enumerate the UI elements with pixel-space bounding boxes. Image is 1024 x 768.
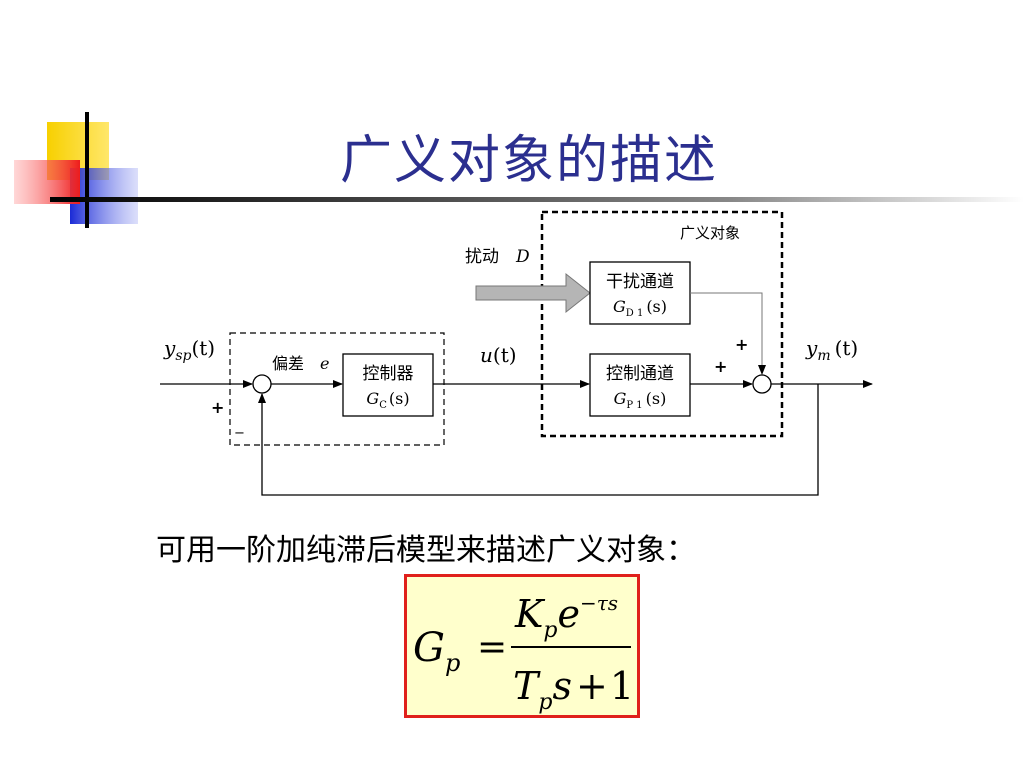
controller-name: 控制器 <box>363 364 414 384</box>
control-channel-name: 控制通道 <box>606 364 674 384</box>
disturbance-label: 扰动 <box>465 247 499 267</box>
decorative-logo <box>14 112 1024 228</box>
sign-minus-feedback: − <box>234 426 245 441</box>
slide-title: 广义对象的描述 <box>340 131 719 191</box>
summing-junction-output <box>752 374 772 394</box>
logo-vertical-line <box>85 112 89 228</box>
plant-label: 广义对象 <box>680 224 740 242</box>
control-channel-tf: GP 1(s) <box>614 389 667 411</box>
sign-plus-setpoint: + <box>211 398 224 417</box>
disturbance-channel-block <box>589 261 691 325</box>
output-label: ym(t) <box>805 336 858 364</box>
control-channel-block <box>589 353 691 417</box>
formula-denominator: Tps+1 <box>513 664 634 715</box>
disturbance-arrow <box>475 272 591 314</box>
disturbance-channel-name: 干扰通道 <box>606 272 674 292</box>
controller-tf: GC(s) <box>366 389 409 411</box>
formula-box: Gp = Kpe−τs Tps+1 <box>404 574 640 718</box>
logo-red-square <box>14 160 80 204</box>
formula-equals: = <box>477 627 507 668</box>
logo-blue-square <box>70 168 138 224</box>
disturbance-symbol: D <box>515 247 530 267</box>
controller-boundary <box>229 332 445 446</box>
deviation-symbol: e <box>320 354 329 373</box>
controller-block <box>342 353 434 417</box>
setpoint-label: ysp(t) <box>163 336 215 364</box>
formula-lhs: Gp <box>413 625 460 677</box>
deviation-label: 偏差 <box>272 354 304 373</box>
feedback-line <box>258 384 819 496</box>
sign-plus-control: + <box>714 357 727 376</box>
sign-plus-disturbance: + <box>735 335 748 354</box>
summing-junction-error <box>252 374 272 394</box>
logo-horizontal-line <box>50 197 1024 202</box>
disturbance-channel-tf: GD 1(s) <box>613 297 667 319</box>
disturbance-channel-out-line <box>690 292 766 375</box>
transfer-function-formula: Gp = Kpe−τs Tps+1 <box>413 591 634 715</box>
formula-numerator: Kpe−τs <box>514 591 618 643</box>
model-description: 可用一阶加纯滞后模型来描述广义对象： <box>156 533 696 568</box>
control-signal-label: u(t) <box>480 343 517 367</box>
plant-boundary <box>540 210 784 438</box>
